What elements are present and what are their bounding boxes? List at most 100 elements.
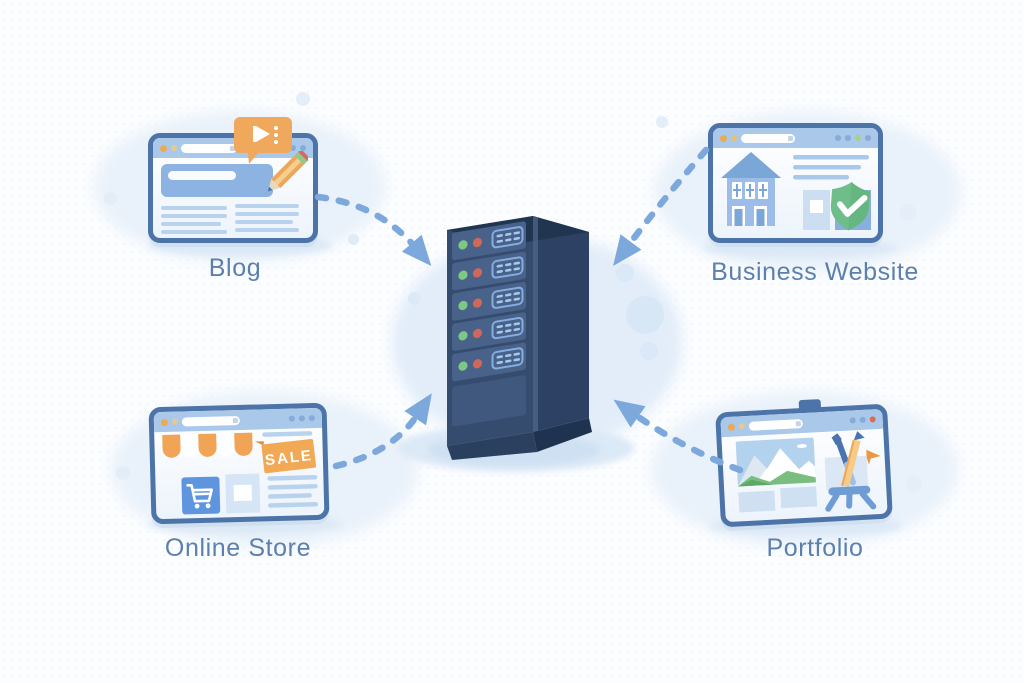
- topbar-dot: [835, 135, 841, 141]
- led-green: [458, 240, 468, 250]
- led-red: [472, 328, 483, 339]
- server-front-face: [447, 216, 533, 446]
- traffic-dot-yellow: [171, 145, 177, 151]
- store-page-art: SALE: [162, 431, 319, 515]
- background-dot: [348, 234, 359, 245]
- server-shadow: [428, 434, 600, 466]
- browser-topbar: [713, 128, 878, 148]
- server-top-face: [447, 216, 589, 246]
- cart-icon: [186, 483, 213, 503]
- hero-banner: [161, 164, 273, 197]
- address-knob: [232, 417, 238, 423]
- address-bar: [741, 133, 795, 143]
- vent-panel: [491, 316, 524, 340]
- arrow-store-to-server: [332, 393, 432, 470]
- blog-browser-window: [148, 133, 318, 243]
- traffic-dot-orange: [160, 418, 168, 426]
- led-red: [472, 359, 483, 369]
- browser-topbar: [153, 138, 313, 158]
- vent-panel: [491, 226, 524, 249]
- portfolio-page-art: [735, 431, 881, 513]
- shield-check-icon: [830, 182, 870, 231]
- background-dot: [900, 204, 916, 220]
- sale-tag-text: SALE: [264, 447, 314, 469]
- traffic-dot-yellow: [738, 423, 746, 430]
- online-store-card: SALE: [148, 402, 330, 525]
- blog-page-art: [161, 164, 299, 234]
- blog-card: [148, 117, 318, 243]
- background-dot: [104, 192, 117, 205]
- traffic-dot-yellow: [171, 418, 178, 425]
- arrow-blog-to-server: [314, 193, 432, 266]
- business-website-card: [708, 123, 883, 243]
- business-website-label: Business Website: [711, 258, 919, 286]
- business-page-art: [721, 152, 871, 231]
- topbar-dot: [845, 135, 851, 141]
- landscape-image-icon: [735, 437, 816, 487]
- topbar-dot: [308, 415, 315, 422]
- led-green: [458, 300, 468, 311]
- server-edge-highlight: [533, 216, 538, 433]
- business-browser-window: [708, 123, 883, 243]
- led-green: [458, 270, 468, 280]
- traffic-dot-orange: [160, 144, 167, 152]
- building-icon: [721, 152, 781, 226]
- blog-label: Blog: [208, 254, 262, 282]
- paper-plane-icon: [866, 449, 881, 465]
- topbar-dot: [849, 417, 856, 424]
- background-dot: [408, 292, 421, 305]
- led-red: [472, 268, 483, 278]
- portfolio-label: Portfolio: [766, 534, 864, 562]
- thumbnail: [738, 490, 776, 513]
- vent-panel: [491, 286, 524, 309]
- topbar-dot: [865, 135, 871, 141]
- background-blob: [392, 235, 682, 450]
- server-side-face: [533, 216, 589, 432]
- vent-panel: [491, 256, 524, 279]
- arrow-business-to-server: [613, 146, 710, 267]
- text-lines: [267, 475, 319, 508]
- led-red: [472, 237, 483, 248]
- address-bar: [748, 418, 804, 431]
- traffic-dot-orange: [720, 134, 727, 142]
- led-green: [458, 361, 468, 371]
- portfolio-card: [715, 399, 893, 528]
- address-knob: [230, 145, 235, 151]
- topbar-dot: [869, 416, 876, 423]
- portfolio-browser-window: [715, 403, 893, 528]
- awning-icon: [162, 432, 253, 458]
- background-dot: [626, 296, 664, 334]
- background-dot: [640, 342, 658, 360]
- topbar-dot: [298, 415, 305, 422]
- traffic-dot-orange: [727, 423, 736, 431]
- hero-inner-bar: [168, 171, 236, 180]
- server-base-side: [533, 418, 592, 452]
- topbar-dot: [300, 145, 306, 151]
- background-dot: [296, 92, 310, 106]
- text-lines-right: [235, 204, 299, 232]
- topbar-dot: [855, 135, 861, 141]
- easel-icon: [825, 489, 877, 512]
- vent-panel: [491, 347, 524, 370]
- topbar-dot: [288, 415, 295, 422]
- address-bar: [181, 415, 240, 426]
- cart-tile: [181, 476, 221, 515]
- server-tower: [447, 216, 592, 460]
- text-line: [262, 431, 313, 437]
- text-lines: [793, 155, 869, 180]
- led-green: [458, 331, 468, 341]
- background-dot: [906, 476, 922, 492]
- background-dot: [116, 466, 130, 480]
- address-bar: [181, 143, 237, 153]
- topbar-dot: [859, 416, 866, 424]
- sale-tag-icon: SALE: [254, 438, 317, 474]
- server-base-front: [447, 432, 537, 460]
- address-knob: [788, 135, 793, 141]
- led-red: [472, 298, 483, 308]
- pencil-icon: [841, 431, 865, 487]
- server-blank-panel: [452, 375, 526, 427]
- traffic-dot-yellow: [731, 135, 737, 141]
- topbar-dot: [290, 145, 296, 151]
- address-knob: [795, 420, 801, 426]
